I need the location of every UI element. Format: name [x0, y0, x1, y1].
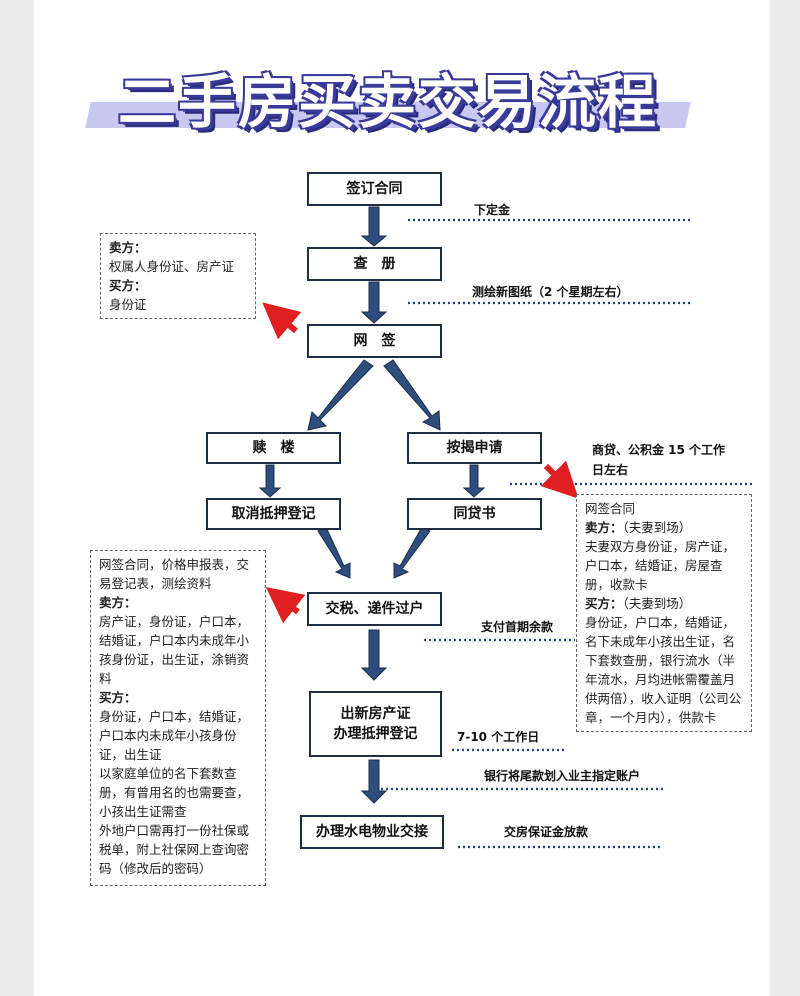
arrow-down-4	[462, 464, 486, 498]
note-check-seller-label: 卖方：	[109, 240, 147, 255]
label-loan-line2: 日左右	[592, 463, 629, 477]
arrow-merge-left	[317, 526, 351, 579]
note-transfer-documents: 网签合同，价格申报表，交易登记表，测绘资料 卖方： 房产证，身份证，户口本，结婚…	[90, 550, 266, 886]
note-transfer-extra1: 以家庭单位的名下套数查册，有曾用名的也需要查，小孩出生证需查	[99, 766, 250, 819]
step-check-register: 查 册	[307, 247, 442, 281]
label-workdays: 7-10 个工作日	[457, 730, 540, 744]
note-loan-seller-docs: 夫妻双方身份证，房产证，户口本，结婚证，房屋查册，收款卡	[585, 539, 736, 592]
arrow-down-6	[360, 759, 388, 804]
step-utilities-handover: 办理水电物业交接	[300, 815, 444, 849]
step-new-certificate: 出新房产证 办理抵押登记	[309, 691, 442, 757]
note-loan-buyer-row: 买方：（夫妻到场）	[585, 594, 743, 613]
note-check-documents: 卖方： 权属人身份证、房产证 买方： 身份证	[100, 233, 256, 319]
step-redeem: 赎 楼	[206, 432, 341, 464]
note-loan-buyer-note: （夫妻到场）	[622, 596, 692, 611]
arrow-merge-right	[393, 526, 431, 579]
arrow-diag-right	[383, 359, 441, 431]
label-down-payment: 支付首期余款	[481, 620, 554, 634]
note-transfer-buyer-docs: 身份证，户口本，结婚证，户口本内未成年小孩身份证，出生证	[99, 709, 250, 762]
step-online-sign: 网 签	[307, 324, 442, 358]
label-survey: 测绘新图纸（2 个星期左右）	[472, 285, 629, 299]
step-tax-transfer: 交税、递件过户	[307, 592, 442, 626]
label-deposit: 下定金	[474, 203, 511, 217]
note-loan-seller-row: 卖方：（夫妻到场）	[585, 518, 743, 537]
red-arrow-loan	[540, 460, 579, 499]
arrow-down-2	[360, 281, 388, 324]
page-title: 二手房买卖交易流程	[85, 62, 691, 142]
note-transfer-header: 网签合同，价格申报表，交易登记表，测绘资料	[99, 557, 250, 591]
note-transfer-seller-label: 卖方：	[99, 595, 137, 610]
note-loan-seller-note: （夫妻到场）	[622, 520, 692, 535]
note-loan-documents: 网签合同 卖方：（夫妻到场） 夫妻双方身份证，房产证，户口本，结婚证，房屋查册，…	[576, 494, 752, 732]
label-escrow-release: 交房保证金放款	[504, 825, 589, 839]
arrow-diag-left	[307, 359, 374, 431]
red-arrow-check	[262, 302, 302, 340]
note-check-buyer-label: 买方：	[109, 278, 147, 293]
label-loan-line1: 商贷、公积金 15 个工作	[592, 443, 726, 457]
new-cert-line1: 出新房产证	[340, 706, 411, 722]
note-check-seller-docs: 权属人身份证、房产证	[109, 259, 235, 274]
note-loan-seller-label: 卖方：	[585, 520, 623, 535]
title-text: 二手房买卖交易流程	[117, 68, 658, 136]
note-loan-buyer-docs: 身份证，户口本，结婚证，名下未成年小孩出生证，名下套数查册，银行流水（半年流水，…	[585, 615, 742, 725]
note-loan-buyer-label: 买方：	[585, 596, 623, 611]
step-sign-contract: 签订合同	[307, 172, 442, 206]
step-mortgage-apply: 按揭申请	[407, 432, 542, 464]
arrow-down-3	[258, 464, 282, 498]
note-transfer-buyer-label: 买方：	[99, 690, 137, 705]
label-bank-transfer: 银行将尾款划入业主指定账户	[484, 769, 641, 783]
note-loan-header: 网签合同	[585, 501, 636, 516]
arrow-down-1	[360, 206, 388, 247]
red-arrow-transfer	[265, 586, 306, 624]
step-cancel-mortgage: 取消抵押登记	[206, 498, 341, 530]
new-cert-line2: 办理抵押登记	[333, 726, 418, 742]
step-agree-loan-letter: 同贷书	[407, 498, 542, 530]
note-check-buyer-docs: 身份证	[109, 297, 147, 312]
note-transfer-extra2: 外地户口需再打一份社保或税单，附上社保网上查询密码（修改后的密码）	[99, 823, 250, 876]
arrow-down-5	[360, 629, 388, 681]
note-transfer-seller-docs: 房产证，身份证，户口本，结婚证，户口本内未成年小孩身份证，出生证，涂销资料	[99, 614, 250, 686]
